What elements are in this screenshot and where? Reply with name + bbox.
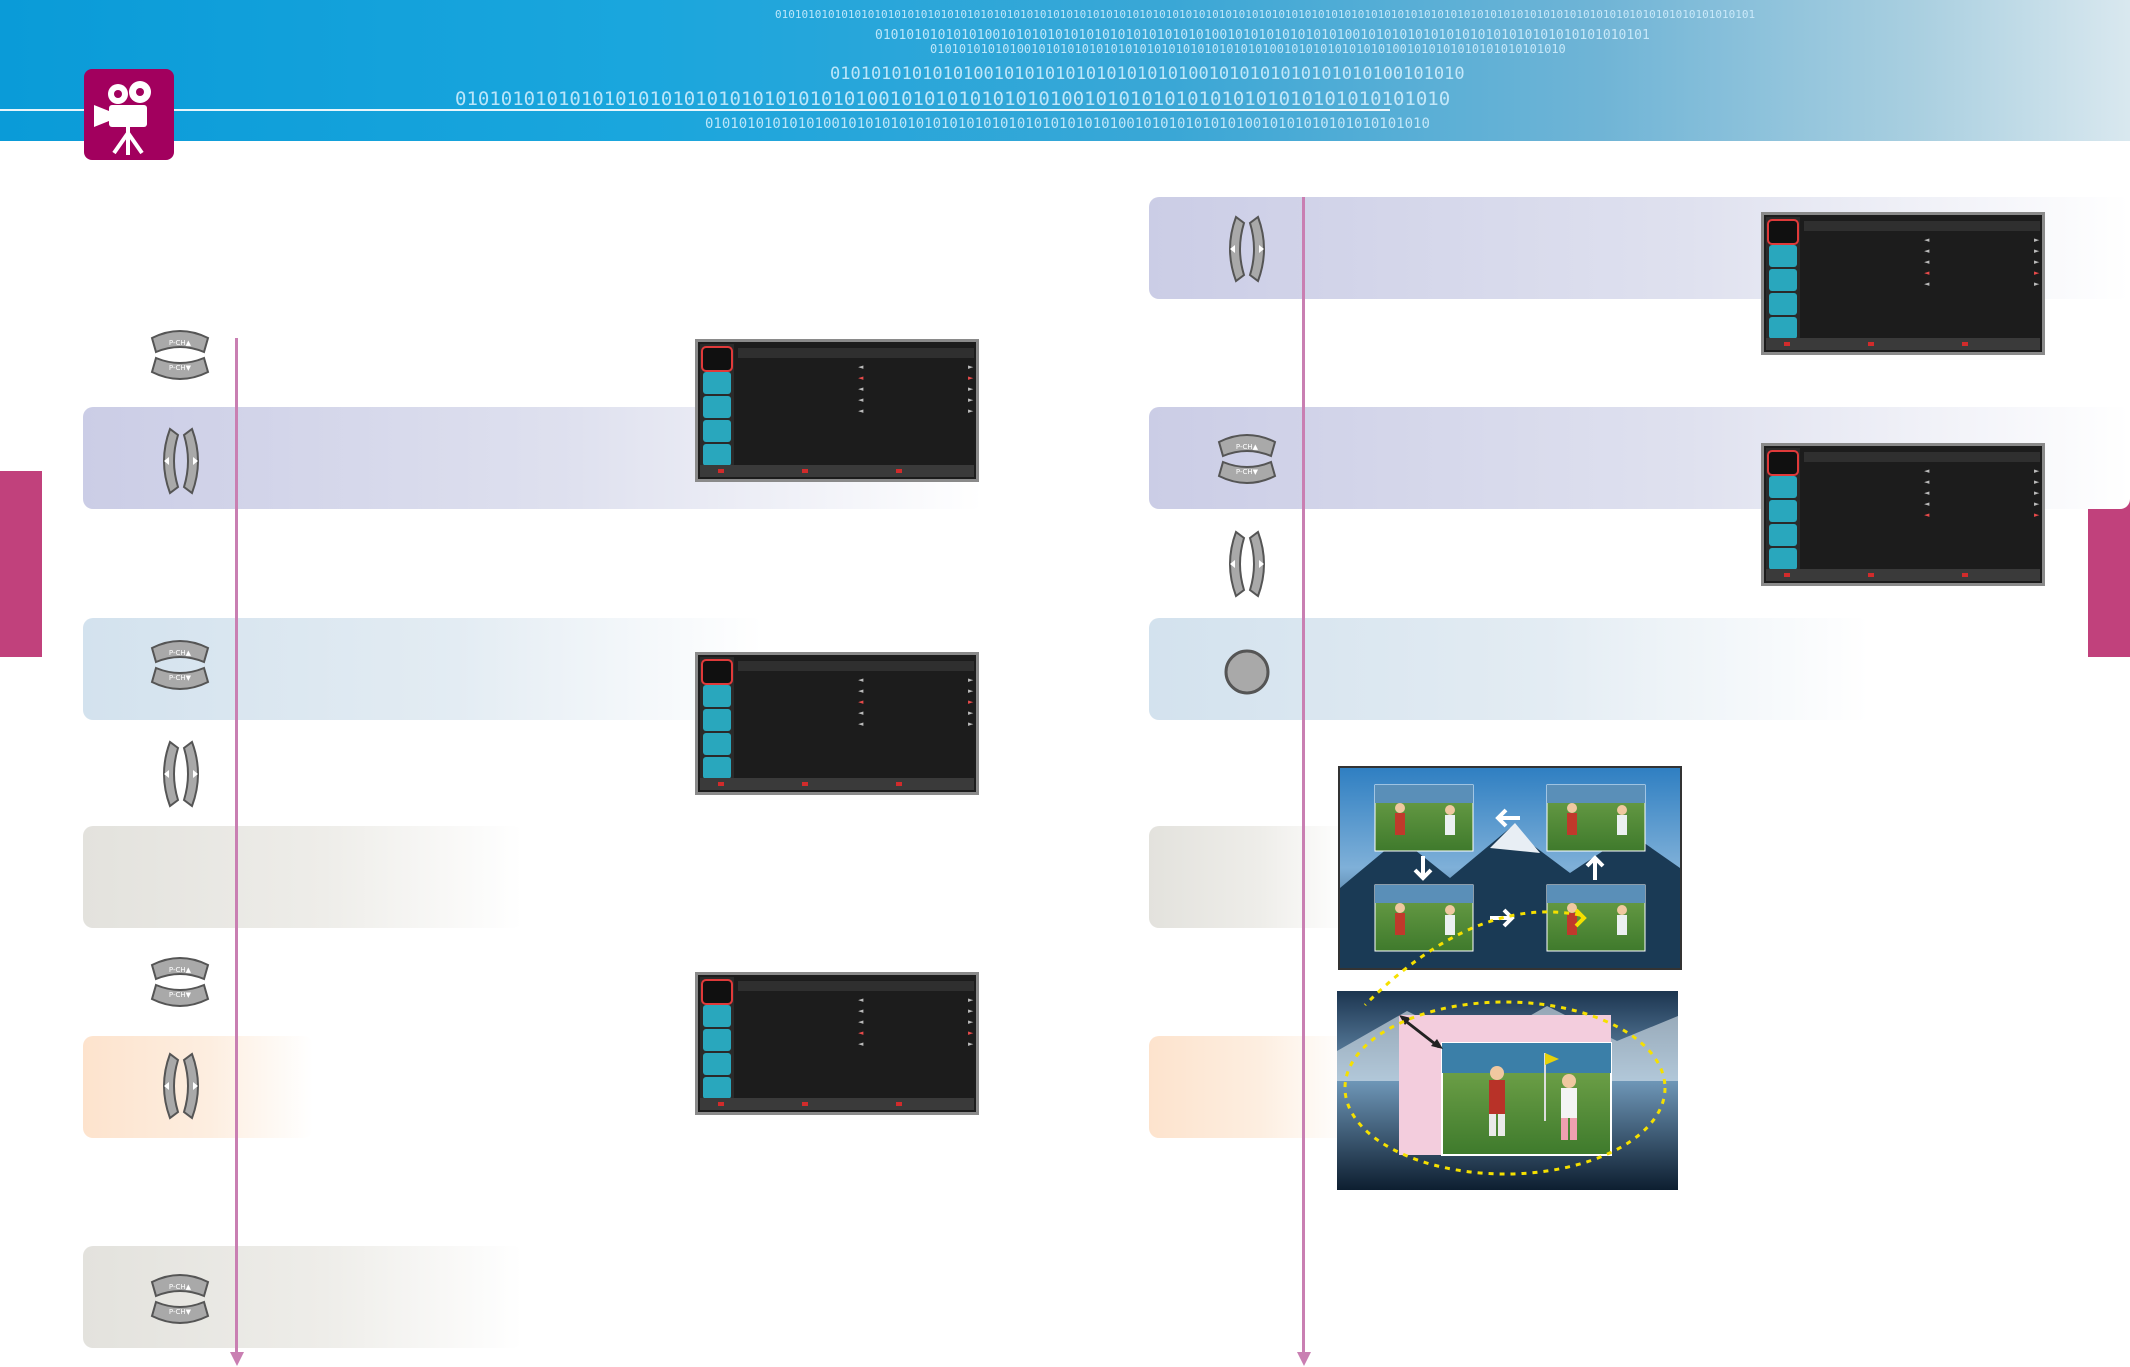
pip-size-illustration: [1337, 991, 1678, 1190]
osd-menu-screen: ◄► ◄► ◄► ◄► ◄►: [695, 652, 979, 795]
down-label: P-CH▼: [169, 364, 192, 372]
step-band: [83, 826, 523, 928]
arrow-icon: [1297, 1352, 1311, 1366]
step-band: [83, 618, 763, 720]
binary-text: 0101010101010010101010101010101010101010…: [930, 42, 1566, 56]
flow-line: [235, 338, 238, 1353]
left-page-tab: [0, 471, 42, 657]
connector-dashed-line: [1363, 910, 1581, 1007]
step-band: [1149, 826, 1349, 928]
left-right-button-icon[interactable]: [156, 740, 206, 812]
movie-camera-icon: [84, 69, 174, 160]
up-down-button-icon[interactable]: P-CH▲ P-CH▼: [148, 955, 212, 1013]
up-label: P-CH▲: [1236, 443, 1259, 451]
up-label: P-CH▲: [169, 966, 192, 974]
osd-menu-screen: ◄► ◄► ◄► ◄► ◄►: [1761, 443, 2045, 586]
down-label: P-CH▼: [169, 1308, 192, 1316]
binary-text: 0101010101010100101010101010101010100101…: [830, 64, 1465, 84]
pip-position-illustration: [1338, 766, 1682, 970]
arrow-icon: [230, 1352, 244, 1366]
binary-text: 0101010101010101010101010101010101010010…: [455, 88, 1451, 110]
left-right-button-icon[interactable]: [156, 427, 206, 499]
round-button-icon[interactable]: [1223, 648, 1271, 700]
down-label: P-CH▼: [1236, 468, 1259, 476]
binary-text: 0101010101010100101010101010101010101010…: [875, 28, 1650, 43]
down-label: P-CH▼: [169, 991, 192, 999]
down-label: P-CH▼: [169, 674, 192, 682]
header-banner: 0101010101010101010101010101010101010101…: [0, 0, 2130, 141]
osd-menu-screen: ◄► ◄► ◄► ◄► ◄►: [1761, 212, 2045, 355]
step-band: [1149, 1036, 1349, 1138]
header-rule: [0, 109, 1390, 111]
up-down-button-icon[interactable]: P-CH▲ P-CH▼: [148, 638, 212, 696]
binary-text: 0101010101010101010101010101010101010101…: [775, 8, 1756, 21]
up-down-button-icon[interactable]: P-CH▲ P-CH▼: [148, 328, 212, 386]
step-band: [83, 1246, 523, 1348]
up-label: P-CH▲: [169, 649, 192, 657]
up-label: P-CH▲: [169, 339, 192, 347]
left-right-button-icon[interactable]: [156, 1052, 206, 1124]
up-label: P-CH▲: [169, 1283, 192, 1291]
flow-line: [1302, 197, 1305, 1353]
left-right-button-icon[interactable]: [1222, 215, 1272, 287]
up-down-button-icon[interactable]: P-CH▲ P-CH▼: [1215, 432, 1279, 490]
binary-text: 0101010101010100101010101010101010101010…: [705, 116, 1430, 132]
left-right-button-icon[interactable]: [1222, 530, 1272, 602]
up-down-button-icon[interactable]: P-CH▲ P-CH▼: [148, 1272, 212, 1330]
osd-menu-screen: ◄► ◄► ◄► ◄► ◄►: [695, 339, 979, 482]
osd-menu-screen: ◄► ◄► ◄► ◄► ◄►: [695, 972, 979, 1115]
